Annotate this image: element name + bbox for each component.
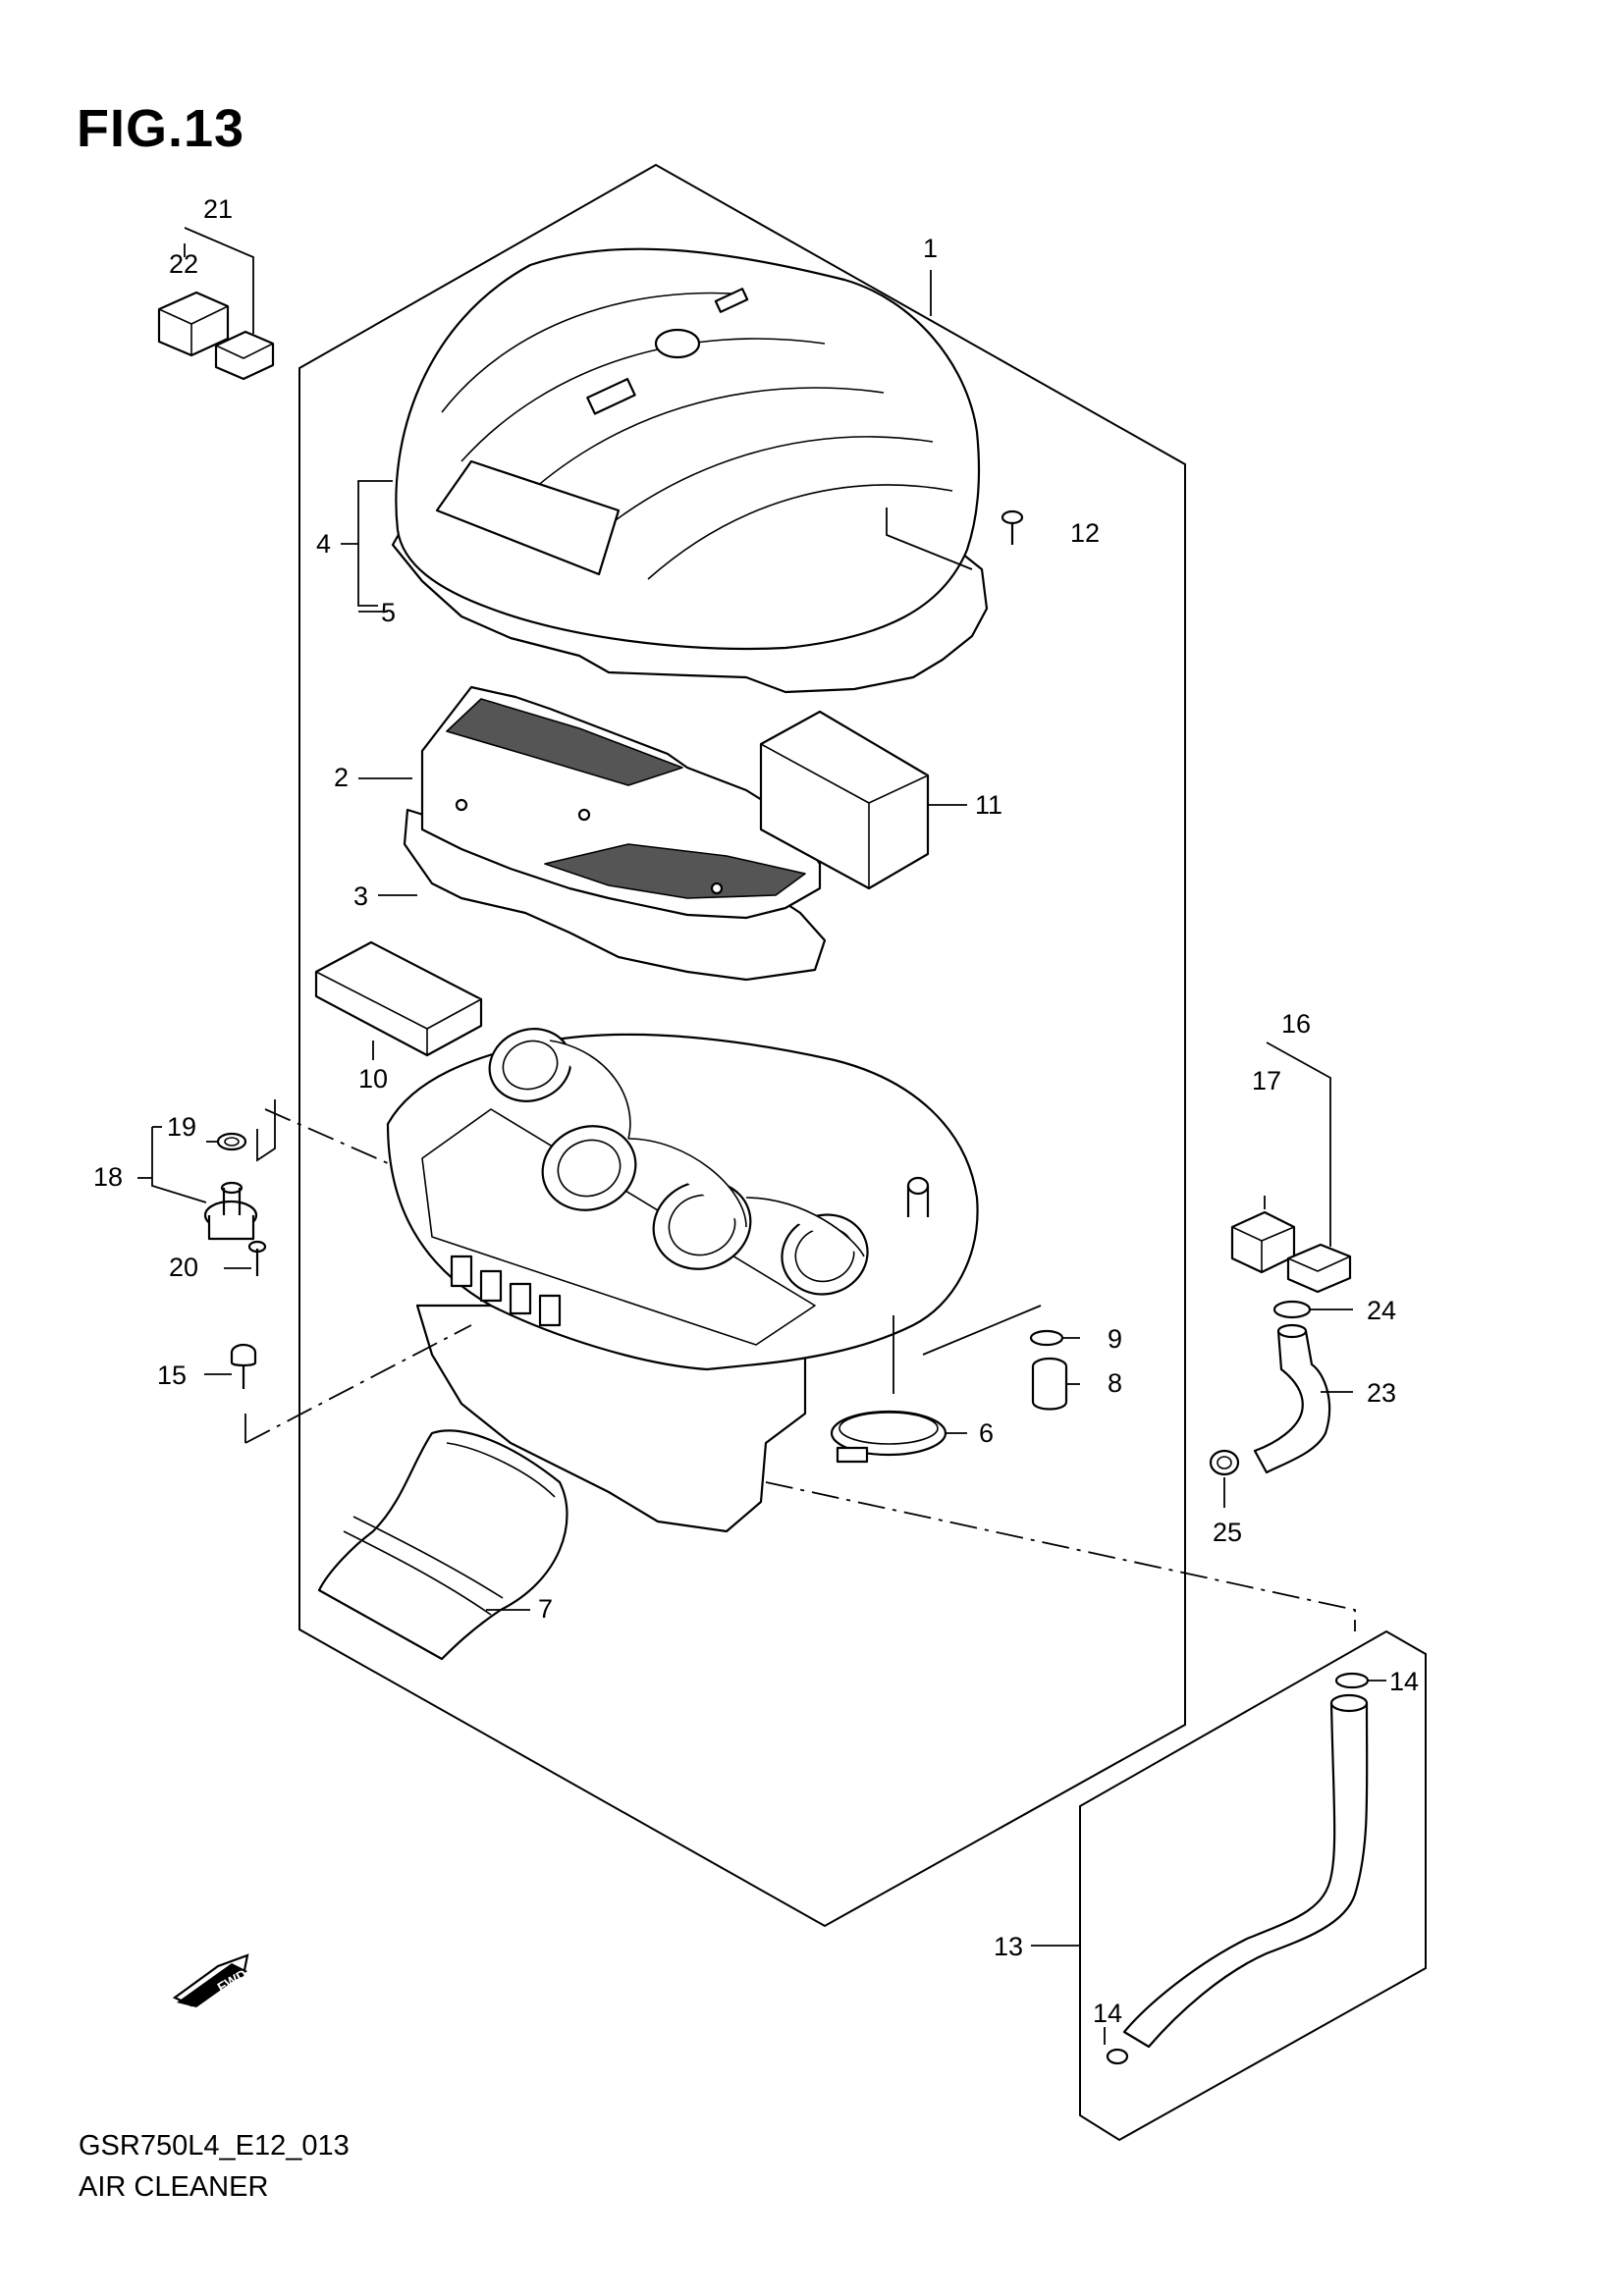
callout-7: 7 — [538, 1594, 553, 1624]
clamp-part-6 — [830, 1410, 947, 1464]
callout-23: 23 — [1367, 1378, 1396, 1408]
callout-3: 3 — [353, 881, 368, 911]
foam-block-part-11 — [759, 710, 930, 890]
hose-part-23 — [1253, 1323, 1331, 1474]
intake-duct-part-7 — [317, 1429, 568, 1661]
connector-part-21 — [214, 330, 275, 381]
callout-17: 17 — [1252, 1066, 1281, 1095]
callout-15: 15 — [157, 1361, 187, 1390]
callout-12: 12 — [1070, 518, 1100, 548]
cover-boss — [654, 328, 701, 359]
callout-1: 1 — [923, 234, 938, 263]
alignment-line-sensor — [264, 1108, 389, 1164]
callout-14-bottom: 14 — [1093, 1999, 1122, 2028]
bolt-part-15 — [230, 1343, 257, 1389]
callout-24: 24 — [1367, 1296, 1396, 1325]
clamp-part-24 — [1272, 1300, 1312, 1319]
assembly-frame-hose — [1079, 1629, 1427, 2142]
screw-part-12 — [1001, 509, 1024, 545]
clip-part-25 — [1209, 1449, 1240, 1476]
callout-10: 10 — [358, 1064, 388, 1094]
callout-14-top: 14 — [1389, 1667, 1419, 1696]
foam-block-part-10 — [314, 940, 483, 1057]
callout-25: 25 — [1213, 1518, 1242, 1547]
filter-mesh-top — [446, 698, 683, 786]
connector-part-17 — [1230, 1210, 1296, 1274]
callout-6: 6 — [979, 1418, 994, 1448]
figure-title: FIG.13 — [77, 99, 245, 158]
alignment-line-hose — [765, 1481, 1356, 1631]
air-cleaner-case — [386, 1028, 979, 1533]
sensor-part-18 — [203, 1181, 258, 1241]
clamp-part-14-top — [1334, 1672, 1370, 1689]
connector-part-16 — [1286, 1243, 1352, 1294]
hose-part-13 — [1122, 1693, 1369, 2049]
callout-16: 16 — [1281, 1009, 1311, 1039]
oring-part-19 — [216, 1132, 247, 1151]
callout-22: 22 — [169, 249, 198, 279]
cover-window — [435, 459, 621, 576]
callout-20: 20 — [169, 1253, 198, 1282]
air-cleaner-cover — [391, 247, 989, 694]
diagram-code: GSR750L4_E12_013 — [79, 2130, 350, 2162]
callout-19: 19 — [167, 1112, 196, 1142]
callout-9: 9 — [1108, 1324, 1122, 1354]
callout-2: 2 — [334, 763, 349, 792]
callout-4: 4 — [316, 529, 331, 559]
callout-18: 18 — [93, 1162, 123, 1192]
callout-21: 21 — [203, 194, 233, 224]
connector-part-22 — [157, 291, 230, 357]
filter-mesh-bottom — [544, 843, 806, 899]
cover-slot — [586, 378, 636, 415]
diagram-caption: AIR CLEANER — [79, 2171, 269, 2203]
alignment-line-bolt — [244, 1324, 472, 1444]
callout-11: 11 — [975, 790, 1002, 820]
drain-cap-part-8 — [1031, 1357, 1068, 1411]
callout-8: 8 — [1108, 1368, 1122, 1398]
clamp-part-14-bottom — [1106, 2048, 1129, 2065]
clip-part-9 — [1029, 1329, 1064, 1347]
air-filter-element — [403, 685, 827, 982]
callout-13: 13 — [994, 1932, 1023, 1961]
screw-part-20 — [247, 1240, 267, 1276]
callout-5: 5 — [381, 598, 396, 627]
cover-slot-2 — [714, 288, 749, 313]
fwd-direction-badge: FWD — [172, 1953, 249, 2007]
case-opening — [421, 1108, 816, 1346]
assembly-frame-main — [298, 163, 1186, 1928]
